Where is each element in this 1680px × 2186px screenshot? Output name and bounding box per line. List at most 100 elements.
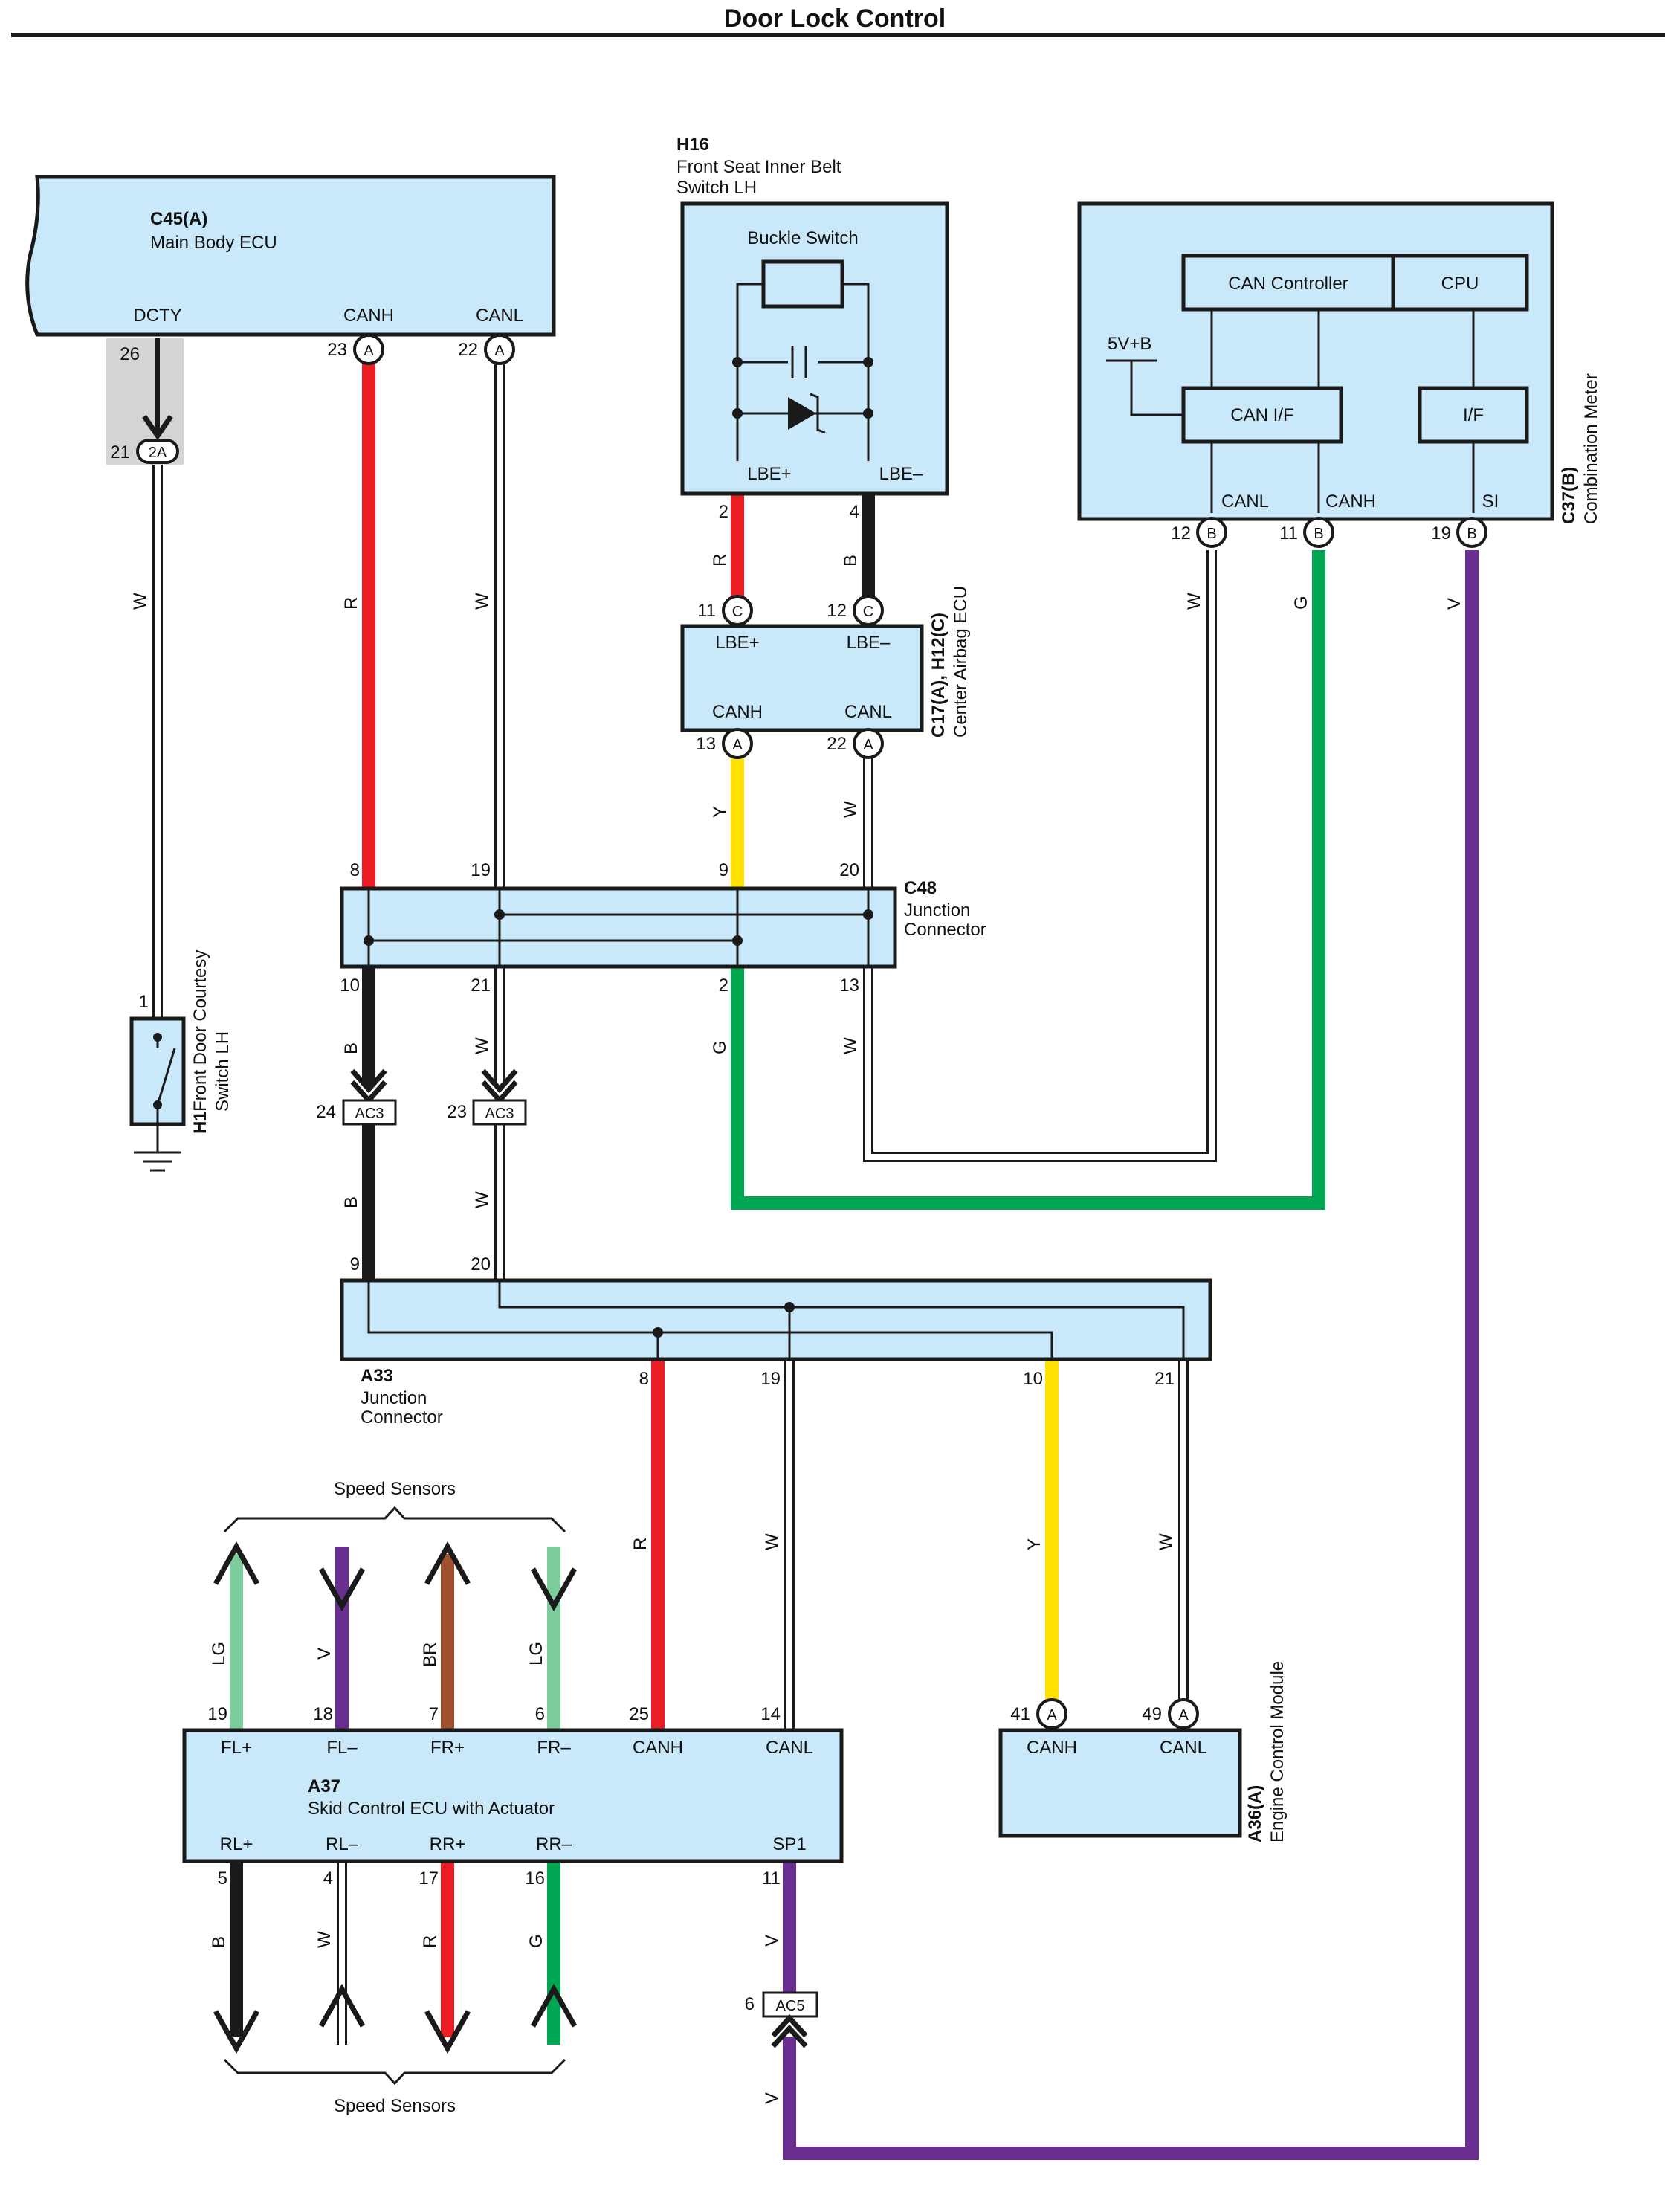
- c45-dcty-arrow: [142, 415, 173, 441]
- svg-text:LBE+: LBE+: [747, 464, 791, 484]
- svg-text:CAN I/F: CAN I/F: [1230, 405, 1293, 425]
- svg-text:B: B: [1206, 526, 1216, 542]
- svg-text:B: B: [341, 1196, 361, 1208]
- svg-text:DCTY: DCTY: [133, 306, 181, 326]
- pin-c17-11: 11 C: [697, 595, 753, 626]
- svg-text:V: V: [1444, 598, 1464, 610]
- h1-side-label: H1 Front Door Courtesy Switch LH: [190, 950, 233, 1134]
- svg-text:25: 25: [629, 1704, 649, 1724]
- svg-text:CANL: CANL: [1221, 491, 1269, 512]
- svg-text:R: R: [341, 597, 361, 610]
- svg-text:Buckle Switch: Buckle Switch: [747, 228, 858, 248]
- svg-text:CANH: CANH: [1325, 491, 1376, 512]
- svg-text:CANH: CANH: [712, 702, 763, 722]
- svg-text:Center Airbag ECU: Center Airbag ECU: [951, 586, 971, 738]
- component-c37-combination-meter: CAN Controller CPU CAN I/F I/F 5V+B CANL…: [1077, 201, 1554, 521]
- svg-text:AC5: AC5: [776, 1998, 805, 2014]
- svg-text:19: 19: [760, 1369, 781, 1389]
- wire-fl-minus-v: [318, 1547, 366, 1729]
- svg-text:G: G: [526, 1934, 546, 1948]
- svg-text:W: W: [1156, 1533, 1176, 1550]
- svg-text:RL+: RL+: [220, 1834, 253, 1854]
- pin-c17-12: 12 C: [827, 595, 884, 626]
- svg-text:AC3: AC3: [355, 1106, 384, 1122]
- svg-text:6: 6: [745, 1994, 755, 2014]
- svg-text:19: 19: [471, 860, 491, 880]
- svg-text:CANH: CANH: [1027, 1738, 1077, 1758]
- svg-text:FL–: FL–: [326, 1738, 358, 1758]
- svg-text:C48: C48: [904, 878, 937, 898]
- svg-text:CANL: CANL: [844, 702, 892, 722]
- svg-text:9: 9: [719, 860, 728, 880]
- svg-text:1: 1: [139, 992, 149, 1012]
- svg-text:A33: A33: [361, 1366, 393, 1386]
- pin-c45-23: 23 A: [327, 334, 384, 365]
- speed-sensors-bottom: Speed Sensors: [223, 2058, 566, 2116]
- page-title: Door Lock Control: [724, 4, 946, 33]
- svg-text:49: 49: [1142, 1704, 1162, 1724]
- speed-sensors-top: Speed Sensors: [223, 1479, 566, 1533]
- svg-text:RR–: RR–: [536, 1834, 572, 1854]
- svg-text:7: 7: [429, 1704, 439, 1724]
- svg-text:16: 16: [525, 1869, 545, 1889]
- svg-text:CANH: CANH: [633, 1738, 683, 1758]
- svg-text:Front Door Courtesy: Front Door Courtesy: [190, 950, 210, 1112]
- connector-ac3-23: 23 AC3: [447, 1068, 527, 1126]
- svg-text:C37(B): C37(B): [1559, 467, 1579, 524]
- svg-text:Y: Y: [1024, 1538, 1044, 1550]
- svg-text:Switch LH: Switch LH: [213, 1031, 233, 1112]
- svg-text:Combination Meter: Combination Meter: [1581, 373, 1601, 524]
- svg-text:C17(A), H12(C): C17(A), H12(C): [928, 613, 949, 738]
- svg-text:LG: LG: [526, 1642, 546, 1666]
- svg-text:H1: H1: [190, 1111, 210, 1134]
- svg-text:13: 13: [839, 976, 859, 996]
- svg-text:AC3: AC3: [485, 1106, 514, 1122]
- svg-text:Y: Y: [710, 806, 730, 818]
- component-c45-main-body-ecu: C45(A) Main Body ECU DCTY CANH CANL: [25, 175, 556, 337]
- svg-text:V: V: [762, 2092, 782, 2104]
- svg-text:5: 5: [218, 1869, 227, 1889]
- svg-text:C: C: [732, 604, 743, 620]
- svg-text:FL+: FL+: [221, 1738, 252, 1758]
- svg-text:4: 4: [850, 502, 859, 522]
- svg-text:BR: BR: [420, 1642, 440, 1667]
- svg-text:Main Body ECU: Main Body ECU: [150, 233, 277, 253]
- svg-text:20: 20: [839, 860, 859, 880]
- pin-c37-12: 12 B: [1171, 517, 1227, 548]
- svg-text:20: 20: [471, 1254, 491, 1274]
- svg-text:6: 6: [535, 1704, 545, 1724]
- svg-text:G: G: [710, 1040, 730, 1054]
- svg-text:26: 26: [120, 344, 140, 364]
- svg-text:FR–: FR–: [537, 1738, 571, 1758]
- wire-si-sp1-v: [783, 550, 1479, 2160]
- wire-rl-plus-b: [213, 1863, 260, 2054]
- svg-text:10: 10: [1023, 1369, 1043, 1389]
- svg-text:10: 10: [340, 976, 360, 996]
- svg-text:9: 9: [350, 1254, 360, 1274]
- component-c17-airbag-ecu: LBE+ LBE– CANH CANL: [680, 624, 924, 732]
- wire-rr-plus-r: [424, 1863, 471, 2054]
- wire-fl-plus-lg: [213, 1541, 260, 1729]
- svg-text:Connector: Connector: [904, 920, 986, 940]
- wire-rl-minus-w: [318, 1863, 366, 2045]
- component-c48-junction: C48 Junction Connector: [340, 878, 986, 969]
- pin-c37-11: 11 B: [1279, 517, 1334, 548]
- svg-text:22: 22: [827, 734, 847, 754]
- svg-text:Skid Control ECU with Actuator: Skid Control ECU with Actuator: [308, 1799, 555, 1819]
- svg-text:W: W: [762, 1533, 782, 1550]
- svg-text:I/F: I/F: [1463, 405, 1484, 425]
- svg-text:LBE+: LBE+: [715, 633, 759, 653]
- svg-text:4: 4: [323, 1869, 333, 1889]
- svg-text:22: 22: [458, 340, 478, 360]
- svg-text:5V+B: 5V+B: [1108, 334, 1151, 354]
- svg-text:C: C: [863, 604, 873, 620]
- svg-text:21: 21: [110, 442, 130, 462]
- svg-text:W: W: [472, 593, 492, 610]
- c37-side-label: C37(B) Combination Meter: [1559, 373, 1601, 524]
- svg-text:A: A: [1178, 1707, 1189, 1724]
- svg-text:FR+: FR+: [430, 1738, 465, 1758]
- pin-a36-49: 49 A: [1142, 1698, 1199, 1729]
- svg-text:21: 21: [1154, 1369, 1175, 1389]
- svg-text:A: A: [1047, 1707, 1057, 1724]
